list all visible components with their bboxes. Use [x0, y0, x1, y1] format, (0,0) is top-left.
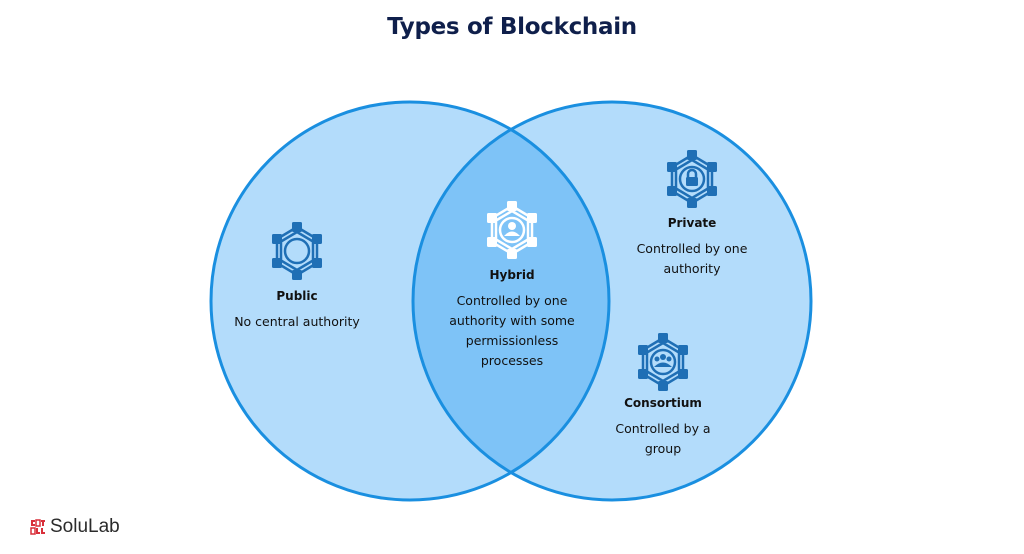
label-hybrid: Hybrid Controlled by one authority with … [430, 268, 594, 371]
set-name: Consortium [624, 396, 702, 410]
desc-line: No central authority [234, 314, 360, 329]
set-description: No central authority [210, 312, 384, 332]
label-private: Private Controlled by one authority [612, 216, 772, 279]
label-public: Public No central authority [210, 289, 384, 332]
desc-line: Controlled by one [636, 241, 748, 256]
desc-line: permissionless [465, 333, 559, 348]
desc-line: processes [480, 353, 544, 368]
set-name: Private [667, 216, 717, 230]
diagram-title: Types of Blockchain [387, 14, 637, 40]
desc-line: Controlled by one [456, 293, 568, 308]
solulab-logo: SoluLab [30, 516, 120, 538]
desc-line: Controlled by a [615, 421, 711, 436]
desc-line: group [644, 441, 682, 456]
desc-line: authority with some [449, 313, 575, 328]
circle-private-outline [411, 100, 813, 502]
circle-public-outline [209, 100, 611, 502]
set-name: Public [276, 289, 318, 303]
network-icon [272, 222, 322, 280]
set-description: Controlled by one authority with some pe… [430, 291, 594, 371]
solulab-logo-text: SoluLab [50, 516, 120, 537]
set-description: Controlled by one authority [612, 239, 772, 279]
desc-line: authority [663, 261, 721, 276]
set-name: Hybrid [489, 268, 535, 282]
set-description: Controlled by a group [583, 419, 743, 459]
label-consortium: Consortium Controlled by a group [583, 396, 743, 459]
network-user-icon [487, 201, 537, 259]
network-lock-icon [667, 150, 717, 208]
network-group-icon [638, 333, 688, 391]
solulab-logo-icon [30, 519, 45, 535]
